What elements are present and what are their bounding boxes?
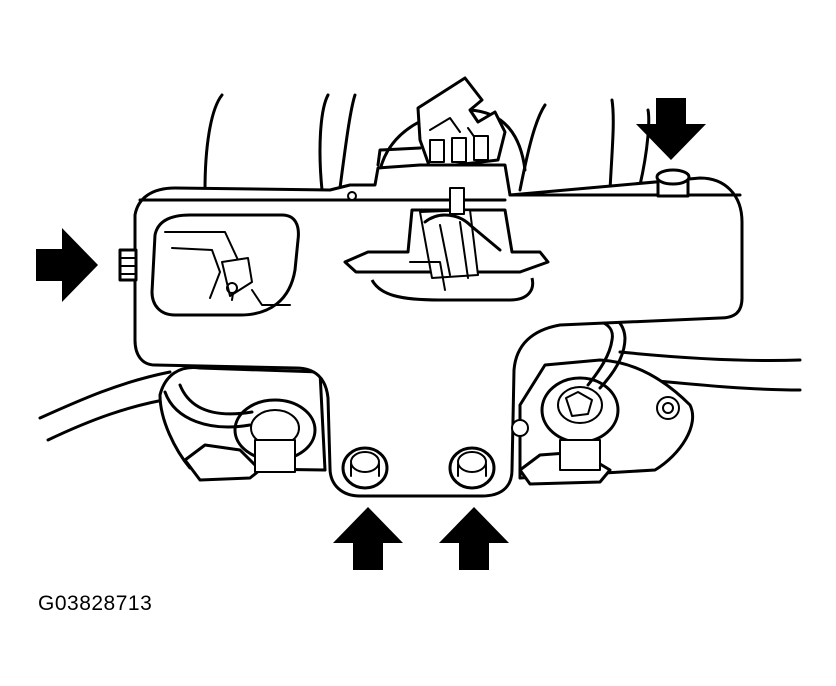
- small-bolt-right: [511, 419, 529, 437]
- left-harness-tube: [38, 370, 177, 442]
- lower-housing: [158, 358, 695, 486]
- lower-right-bolt: [448, 446, 496, 490]
- top-right-bolt: [655, 168, 691, 198]
- arrow-down-icon: [636, 98, 706, 160]
- lower-left-bolt: [341, 446, 389, 490]
- small-rivet: [347, 191, 357, 201]
- top-connector: [376, 76, 507, 170]
- bracket-center-slot: [343, 187, 550, 302]
- arrow-right-icon: [36, 228, 98, 302]
- bracket-left-window: [150, 213, 300, 317]
- left-side-bolt: [118, 248, 138, 282]
- arrow-up-icon: [439, 507, 509, 570]
- arrow-up-icon: [333, 507, 403, 570]
- figure-code: G03828713: [38, 592, 153, 615]
